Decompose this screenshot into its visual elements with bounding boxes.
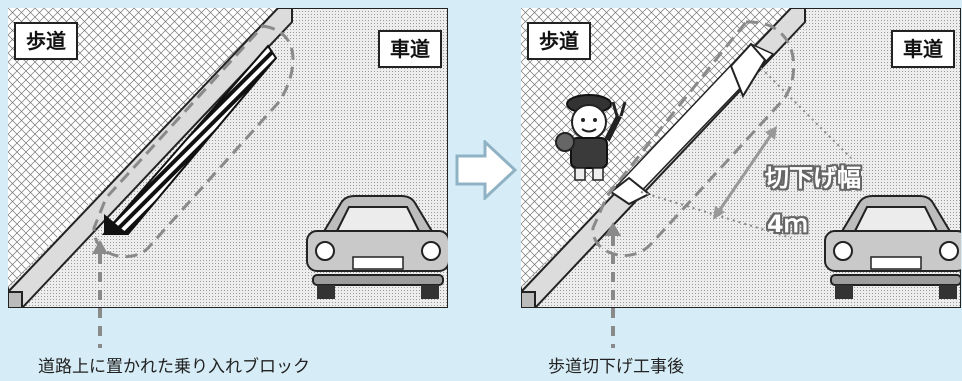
transition-arrow-icon [455, 140, 517, 200]
curb [8, 8, 293, 308]
highlight-dashed-outline [92, 24, 295, 259]
sidewalk-label: 歩道 [527, 22, 591, 60]
highlight-dashed-outline [591, 20, 796, 257]
roadway-label: 車道 [378, 30, 442, 68]
car-illustration [306, 195, 448, 299]
scene-before-drawing [8, 8, 448, 308]
car-illustration [824, 195, 961, 299]
panel-before: 歩道 車道 [8, 8, 448, 308]
dimension-arrow [715, 131, 775, 215]
roadway-label: 車道 [891, 30, 955, 68]
cut-width-value: 4ｍ [767, 210, 808, 238]
police-mascot-illustration [555, 94, 627, 181]
panel-after: 歩道 車道 切下げ幅 4ｍ [521, 8, 961, 308]
caption-pointer-left [92, 240, 108, 348]
cut-width-label: 切下げ幅 [765, 164, 861, 192]
scene-after-drawing [521, 8, 961, 308]
caption-after: 歩道切下げ工事後 [548, 357, 684, 377]
sidewalk-label: 歩道 [14, 22, 78, 60]
caption-pointer-right [605, 222, 621, 348]
caption-before: 道路上に置かれた乗り入れブロック [38, 357, 310, 377]
